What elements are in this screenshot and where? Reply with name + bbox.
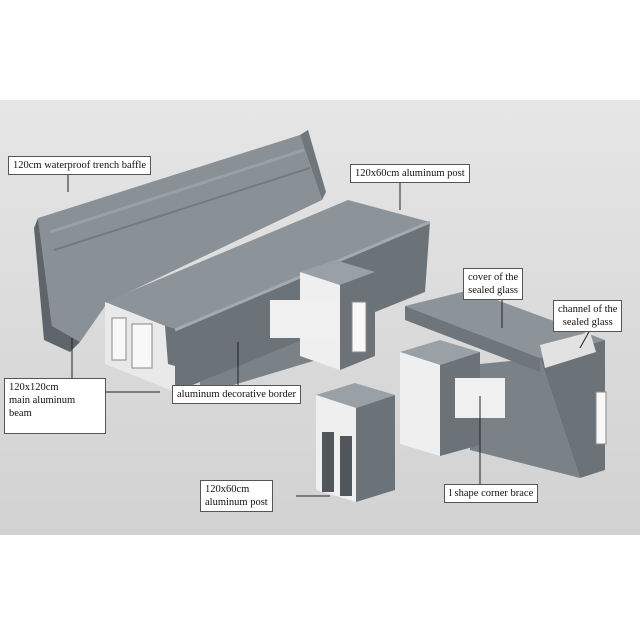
label-beam-line3: beam (9, 408, 32, 419)
label-cover-line1: cover of the (468, 272, 519, 283)
label-main-beam: 120x120cm main aluminum beam (4, 378, 106, 434)
label-post-bottom: 120x60cm aluminum post (200, 480, 273, 512)
label-beam-line2: main aluminum (9, 395, 76, 406)
glass-post-assembly (400, 290, 607, 478)
label-corner-brace: l shape corner brace (444, 484, 539, 503)
trench-baffle (34, 130, 326, 352)
small-post (316, 383, 395, 502)
label-beam-line1: 120x120cm (9, 382, 59, 393)
label-channel-line1: channel of the (558, 304, 618, 315)
t-connector-top (270, 260, 375, 370)
label-post-top: 120x60cm aluminum post (350, 164, 470, 183)
label-cover-sealed-glass: cover of the sealed glass (463, 268, 524, 300)
label-post-bottom-line2: aluminum post (205, 497, 268, 508)
callout-lines (67, 170, 591, 497)
label-cover-line2: sealed glass (468, 285, 519, 296)
label-decorative-border: aluminum decorative border (172, 385, 301, 404)
label-post-bottom-line1: 120x60cm (205, 484, 250, 495)
label-channel-sealed-glass: channel of the sealed glass (553, 300, 623, 332)
label-trench-baffle: 120cm waterproof trench baffle (8, 156, 152, 175)
label-channel-line2: sealed glass (562, 317, 613, 328)
